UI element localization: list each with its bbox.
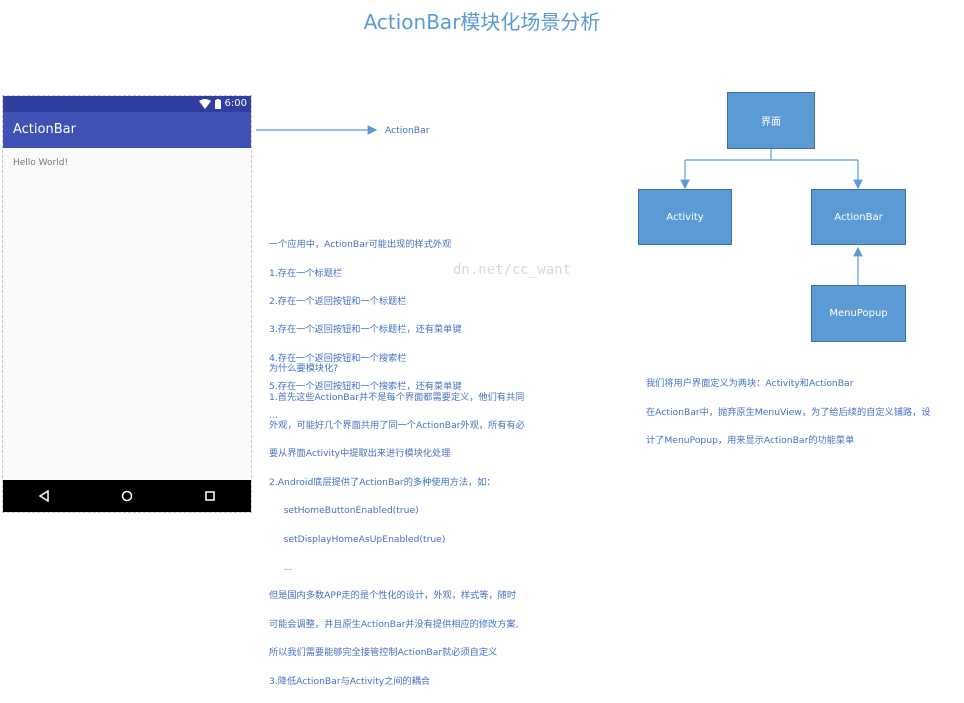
split-line: 计了MenuPopup，用来显示ActionBar的功能菜单	[646, 435, 855, 447]
hello-text: Hello World!	[13, 158, 69, 168]
why-line: setHomeButtonEnabled(true)	[269, 505, 419, 517]
wifi-icon	[198, 98, 211, 109]
why-section: 为什么要模块化? 1.首先这些ActionBar并不是每个界面都需要定义，他们有…	[269, 348, 525, 703]
why-line: 但是国内多数APP走的是个性化的设计，外观，样式等，随时	[269, 590, 517, 602]
styles-heading: 一个应用中，ActionBar可能出现的样式外观	[269, 239, 452, 251]
why-line: 3.降低ActionBar与Activity之间的耦合	[269, 675, 431, 687]
split-line: 在ActionBar中，抛弃原生MenuView，为了给后续的自定义铺路，设	[646, 406, 931, 418]
status-time: 6:00	[224, 98, 247, 109]
why-line: ...	[269, 562, 293, 574]
battery-icon	[214, 98, 221, 109]
home-icon[interactable]	[121, 490, 133, 502]
node-root: 界面	[727, 92, 815, 149]
split-line: 我们将用户界面定义为两块：Activity和ActionBar	[646, 378, 854, 390]
node-activity: Activity	[638, 189, 732, 245]
styles-item-2: 2.存在一个返回按钮和一个标题栏	[269, 296, 407, 308]
why-line: 为什么要模块化?	[269, 363, 339, 375]
styles-item-6: ...	[269, 409, 278, 421]
why-line: 外观，可能好几个界面共用了同一个ActionBar外观，所有有必	[269, 420, 525, 432]
why-line: 要从界面Activity中提取出来进行模块化处理	[269, 448, 451, 460]
why-line: 1.首先这些ActionBar并不是每个界面都需要定义，他们有共同	[269, 391, 525, 403]
node-menupopup: MenuPopup	[811, 285, 906, 342]
why-line: 2.Android底层提供了ActionBar的多种使用方法，如：	[269, 476, 496, 488]
node-actionbar: ActionBar	[811, 189, 906, 245]
styles-section: 一个应用中，ActionBar可能出现的样式外观 1.存在一个标题栏 2.存在一…	[269, 224, 462, 437]
why-line: setDisplayHomeAsUpEnabled(true)	[269, 533, 446, 545]
status-bar: 6:00	[3, 96, 251, 112]
actionbar: ActionBar	[3, 112, 251, 148]
page-title: ActionBar模块化场景分析	[363, 10, 601, 34]
styles-item-3: 3.存在一个返回按钮和一个标题栏，还有菜单键	[269, 324, 462, 336]
split-section: 我们将用户界面定义为两块：Activity和ActionBar 在ActionB…	[646, 363, 930, 462]
recents-icon[interactable]	[204, 490, 216, 502]
styles-item-5: 5.存在一个返回按钮和一个搜索栏，还有菜单键	[269, 381, 462, 393]
arrow-label: ActionBar	[385, 125, 430, 136]
connector-lines	[256, 125, 863, 285]
why-line: 可能会调整，并且原生ActionBar并没有提供相应的修改方案,	[269, 618, 519, 630]
styles-item-1: 1.存在一个标题栏	[269, 267, 343, 279]
back-icon[interactable]	[38, 490, 50, 502]
watermark: dn.net/cc_want	[453, 262, 572, 278]
styles-item-4: 4.存在一个返回按钮和一个搜索栏	[269, 352, 407, 364]
why-line: 所以我们需要能够完全接管控制ActionBar就必须自定义	[269, 647, 498, 659]
phone-mockup: 6:00 ActionBar Hello World!	[2, 95, 252, 513]
nav-bar	[3, 480, 251, 512]
